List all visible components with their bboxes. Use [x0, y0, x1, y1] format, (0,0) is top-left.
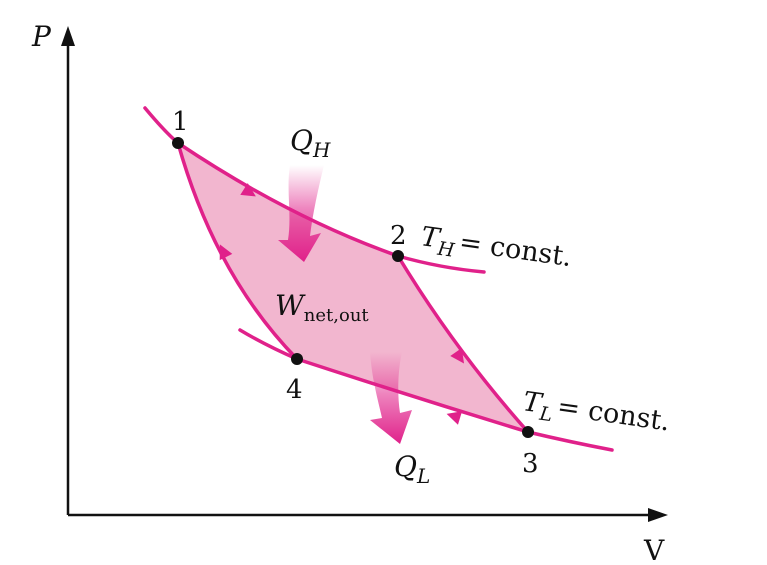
x-axis-arrow — [648, 508, 668, 522]
y-axis-label: P — [31, 20, 52, 53]
net-work-label: Wnet,out — [275, 289, 369, 326]
state-point-1 — [172, 137, 184, 149]
y-axis-arrow — [61, 26, 75, 46]
direction-arrow-1-2 — [240, 183, 256, 197]
state-point-3 — [522, 426, 534, 438]
state-point-4 — [291, 353, 303, 365]
axes: P V — [31, 20, 668, 565]
state-label-4: 4 — [286, 375, 303, 405]
heat-out-label: QL — [394, 450, 430, 488]
direction-arrow-3-4 — [446, 411, 463, 425]
adiabat-expansion-curve — [396, 254, 530, 434]
state-label-3: 3 — [522, 449, 539, 479]
heat-out-arrow — [370, 352, 412, 444]
cycle-area — [178, 143, 528, 432]
direction-arrow-2-3 — [450, 347, 465, 364]
x-axis-label: V — [643, 534, 665, 565]
state-label-1: 1 — [172, 107, 189, 137]
adiabat-compression-curve — [176, 141, 299, 361]
isotherm-high-label: TH= const. — [418, 221, 573, 278]
heat-in-label: QH — [290, 124, 331, 162]
direction-arrow-4-1 — [219, 244, 233, 261]
isotherm-low-curve — [238, 328, 614, 452]
state-point-2 — [392, 250, 404, 262]
heat-in-arrow — [278, 165, 324, 262]
state-label-2: 2 — [390, 221, 407, 251]
